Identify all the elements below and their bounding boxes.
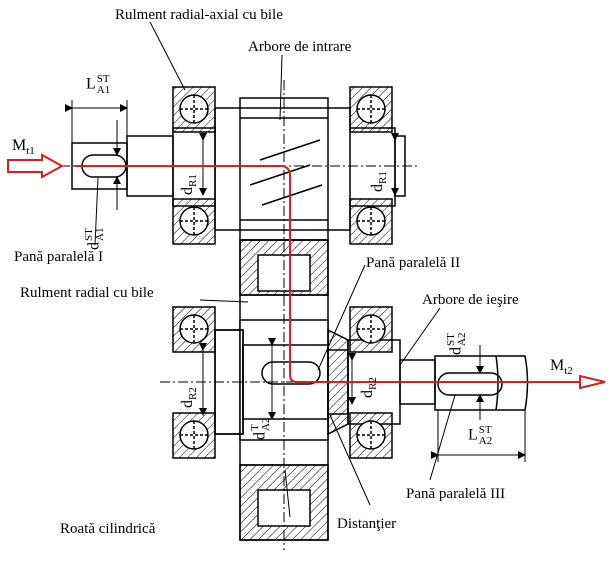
- label-bearing-axial: Rulment radial-axial cu bile: [115, 7, 283, 23]
- symbol-dr1-right: dR1: [369, 171, 390, 192]
- input-torque-arrow: [7, 153, 65, 179]
- symbol-dr1-left: dR1: [179, 174, 200, 195]
- output-torque-arrow: [579, 374, 606, 390]
- torque-path: [75, 165, 580, 383]
- symbol-dr2-right: dR2: [359, 377, 380, 398]
- symbol-dr2-left: dR2: [179, 387, 200, 408]
- bearing-bottom-right: [349, 306, 393, 459]
- label-bearing-radial: Rulment radial cu bile: [20, 285, 154, 301]
- bearing-bottom-left: [172, 306, 244, 459]
- label-key-2: Pană paralelă II: [366, 255, 461, 271]
- label-input-shaft: Arbore de intrare: [248, 39, 352, 55]
- label-key-1: Pană paralelă I: [14, 249, 104, 265]
- symbol-mt1: Mt1: [12, 137, 35, 158]
- label-spacer: Distanţier: [337, 516, 397, 532]
- bearing-top-right: [349, 86, 393, 245]
- label-output-shaft: Arbore de ieşire: [422, 292, 519, 308]
- symbol-mt2: Mt2: [550, 357, 573, 378]
- key-slot-3: [437, 372, 503, 396]
- label-gear: Roată cilindrică: [60, 521, 156, 537]
- label-key-3: Pană paralelă III: [406, 486, 506, 502]
- bearing-top-left: [172, 86, 216, 245]
